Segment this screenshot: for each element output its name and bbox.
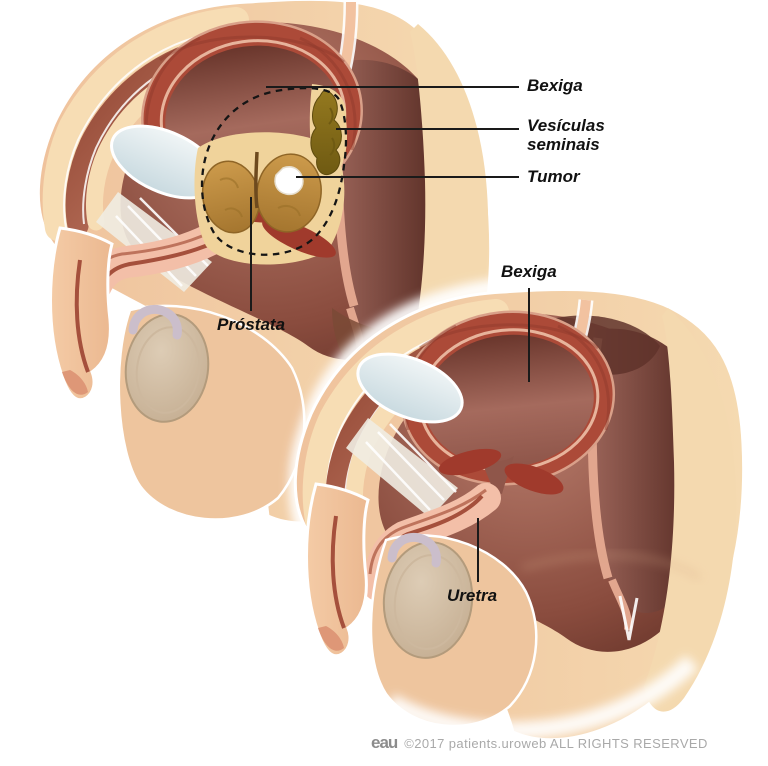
leader-line-tumor	[296, 176, 519, 178]
leader-line-uretra	[477, 518, 479, 582]
label-vesiculas-line1: Vesículas	[527, 116, 605, 135]
pelvic-floor-muscle	[504, 463, 564, 495]
copyright-text: ©2017 patients.uroweb ALL RIGHTS RESERVE…	[404, 735, 708, 751]
prostatic-urethra	[254, 151, 259, 209]
tumor-shape	[274, 166, 304, 196]
label-bexiga-after: Bexiga	[501, 262, 557, 281]
label-tumor: Tumor	[527, 167, 580, 186]
thigh-crease-after	[521, 552, 702, 581]
bladder-shape-after	[400, 310, 616, 494]
anal-canal-after	[608, 578, 633, 631]
leader-line-prostata	[250, 197, 252, 311]
penile-urethra-before	[74, 259, 90, 373]
eau-logo: eau	[371, 733, 398, 752]
seminal-vesicles-shape	[310, 89, 342, 176]
fat-band-outer-after	[302, 299, 509, 533]
band-separator	[63, 30, 232, 229]
leader-line-vesiculas-seminais	[336, 128, 519, 130]
leader-line-bexiga-after	[528, 288, 530, 382]
penis-shape-after	[305, 482, 370, 658]
penile-urethra-after	[330, 515, 346, 629]
leader-line-bexiga-before	[266, 86, 519, 88]
fat-band-outer-before	[42, 7, 249, 241]
testicle-shape-after	[382, 532, 474, 659]
label-uretra: Uretra	[447, 586, 498, 605]
glans-after	[318, 626, 344, 651]
dashed-resection-outline	[200, 86, 348, 256]
epididymis-after	[387, 532, 441, 568]
glans-before	[62, 370, 88, 395]
copyright-footer: eau ©2017 patients.uroweb ALL RIGHTS RES…	[371, 733, 708, 753]
epididymis-before	[128, 304, 182, 340]
testicle-shape-before	[124, 304, 210, 423]
penis-shape-before	[49, 226, 114, 402]
pelvic-floor-muscle	[438, 448, 502, 476]
corpus-outline-after	[368, 488, 487, 575]
anal-highlight-after	[618, 595, 639, 641]
pubic-bone-after	[356, 352, 464, 424]
bottom-fade	[385, 655, 699, 740]
label-vesiculas-line2: seminais	[527, 135, 600, 154]
ligament-fan-after	[346, 418, 458, 518]
label-vesiculas-seminais: Vesículas seminais	[527, 116, 605, 154]
label-prostata: Próstata	[217, 315, 286, 334]
panel-after-illustration	[288, 275, 746, 742]
label-bexiga-before: Bexiga	[527, 76, 583, 95]
buttock-after	[644, 308, 737, 712]
